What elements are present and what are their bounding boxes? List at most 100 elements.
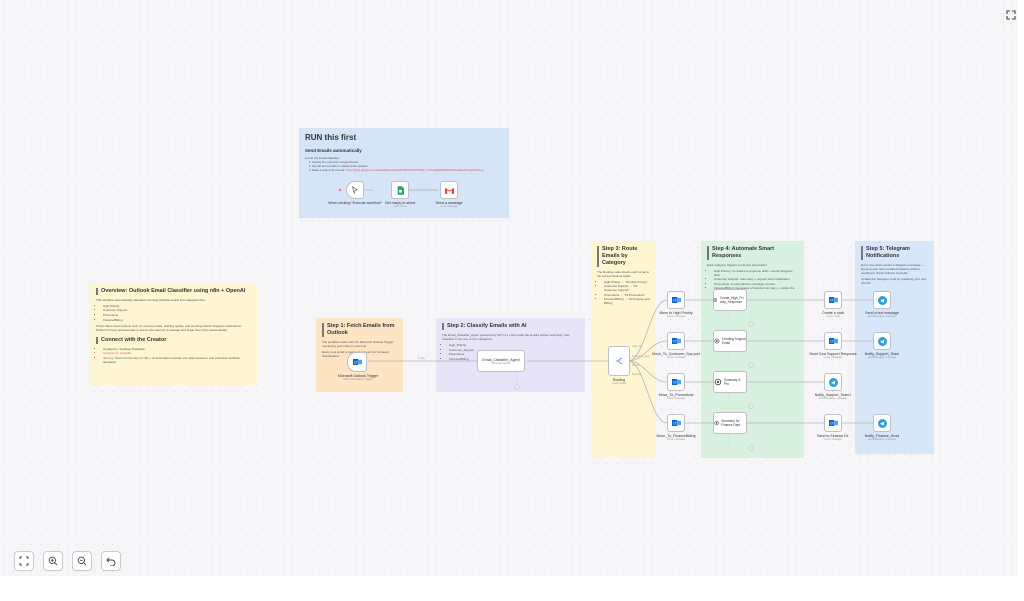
step5-title: Step 5: Telegram Notifications — [861, 246, 928, 260]
ai-response-node[interactable]: Summary & Pro — [713, 371, 747, 393]
ai-response-node[interactable]: Creating Support Email — [713, 330, 747, 352]
step3-body: The Routing node directs each email to t… — [597, 269, 650, 278]
svg-text:O: O — [829, 422, 832, 426]
fullscreen-icon[interactable] — [1006, 7, 1016, 20]
step4-item: Promotions: AI summarizes campaign conte… — [714, 282, 798, 286]
telegram-node[interactable] — [873, 414, 891, 432]
outlook-icon: O — [671, 379, 681, 385]
svg-text:O: O — [829, 340, 832, 344]
route-output-label: Customer_Sup — [632, 355, 650, 358]
outlook-icon: O — [828, 338, 838, 344]
switch-icon — [615, 358, 623, 364]
route-output-label: Promo — [632, 364, 640, 367]
creator-title: Connect with the Creator — [96, 336, 252, 344]
outlook-icon: O — [352, 359, 362, 365]
step5-note[interactable]: Step 5: Telegram Notifications Every key… — [855, 241, 934, 454]
fit-view-icon — [19, 556, 29, 566]
step4-title: Step 4: Automate Smart Responses — [707, 246, 798, 260]
run-first-title: RUN this first — [305, 133, 357, 142]
run-step: We will send emails to related email–pos… — [312, 164, 503, 169]
step2-title: Step 2: Classify Emails with AI — [442, 323, 579, 330]
undo-icon — [106, 557, 116, 566]
manual-trigger-label: When clicking "Execute workflow" — [328, 201, 382, 205]
move-email-node[interactable]: O — [667, 291, 685, 309]
move-email-node[interactable]: O — [667, 373, 685, 391]
step3-route: Customer Support → "02 Customer Support" — [604, 284, 650, 292]
outlook-action-node[interactable]: O — [824, 332, 842, 350]
route-output-label: High_Pri — [632, 345, 642, 348]
canvas-footer — [0, 576, 1024, 601]
step2-category: Finance/Billing — [449, 357, 579, 361]
route-output-label: Finance — [632, 373, 642, 376]
openai-icon — [714, 378, 722, 386]
routing-node[interactable] — [608, 346, 630, 376]
cursor-icon — [352, 186, 359, 194]
ai-response-node[interactable]: Create_High_Pri ority_Response — [713, 289, 747, 311]
outlook-icon: O — [671, 338, 681, 344]
telegram-node[interactable] — [873, 332, 891, 350]
fit-view-button[interactable] — [14, 551, 34, 571]
move-email-node[interactable]: O — [667, 332, 685, 350]
zoom-in-button[interactable] — [43, 551, 63, 571]
overview-category: Promotions — [103, 313, 252, 317]
overview-body2: It then takes smart actions such as movi… — [96, 323, 242, 332]
run-step: Make a copy of the format: https://docs.… — [312, 169, 503, 173]
run-first-note[interactable]: RUN this first Send Emails automatically… — [299, 128, 509, 218]
overview-note[interactable]: Overview: Outlook Email Classifier using… — [90, 283, 258, 386]
overview-category: High Priority — [103, 304, 252, 308]
step2-category: High_Priority — [449, 343, 579, 347]
step2-category: Promotions — [449, 352, 579, 356]
zoom-in-icon — [48, 556, 58, 566]
manual-trigger-node[interactable] — [346, 181, 364, 199]
zoom-out-icon — [77, 556, 87, 566]
outlook-icon: O — [828, 297, 838, 303]
move-email-node[interactable]: O — [667, 414, 685, 432]
outlook-icon: O — [671, 297, 681, 303]
telegram-icon — [828, 377, 838, 387]
sheet-link[interactable]: https://docs.google.com/spreadsheets/d/1… — [345, 168, 484, 173]
telegram-icon — [877, 295, 887, 305]
overview-body: This workflow automatically classifies i… — [96, 297, 206, 302]
telegram-node[interactable] — [873, 291, 891, 309]
outlook-action-node[interactable]: O — [824, 414, 842, 432]
outlook-action-node[interactable] — [824, 373, 842, 391]
ai-response-node[interactable]: Summary for Finance Dept — [713, 412, 747, 434]
svg-text:O: O — [672, 340, 675, 344]
creator-line[interactable]: Connect on: LinkedIn — [103, 351, 252, 355]
svg-text:O: O — [672, 381, 675, 385]
step4-item: Customer Support: Auto-reply + support t… — [714, 277, 798, 281]
step5-body: Every key action sends a Telegram messag… — [861, 262, 925, 275]
google-sheets-node[interactable] — [391, 181, 409, 199]
overview-category: Finance/Billing — [103, 318, 252, 322]
overview-title: Overview: Outlook Email Classifier using… — [96, 288, 252, 295]
step1-title: Step 1: Fetch Emails from Outlook — [322, 323, 397, 337]
canvas-right-edge — [1018, 0, 1024, 576]
undo-button[interactable] — [101, 551, 121, 571]
zoom-out-button[interactable] — [72, 551, 92, 571]
outlook-action-node[interactable]: O — [824, 291, 842, 309]
openai-icon — [714, 420, 719, 426]
outlook-trigger-node[interactable]: O — [347, 352, 367, 372]
step1-body2: Every new email is captured and sent for… — [322, 349, 389, 358]
gmail-node[interactable] — [440, 181, 458, 199]
step2-body: The Email_Classifier_Agent (powered by G… — [442, 332, 570, 341]
edge-item-count: 1 item — [418, 357, 426, 360]
telegram-icon — [877, 336, 887, 346]
